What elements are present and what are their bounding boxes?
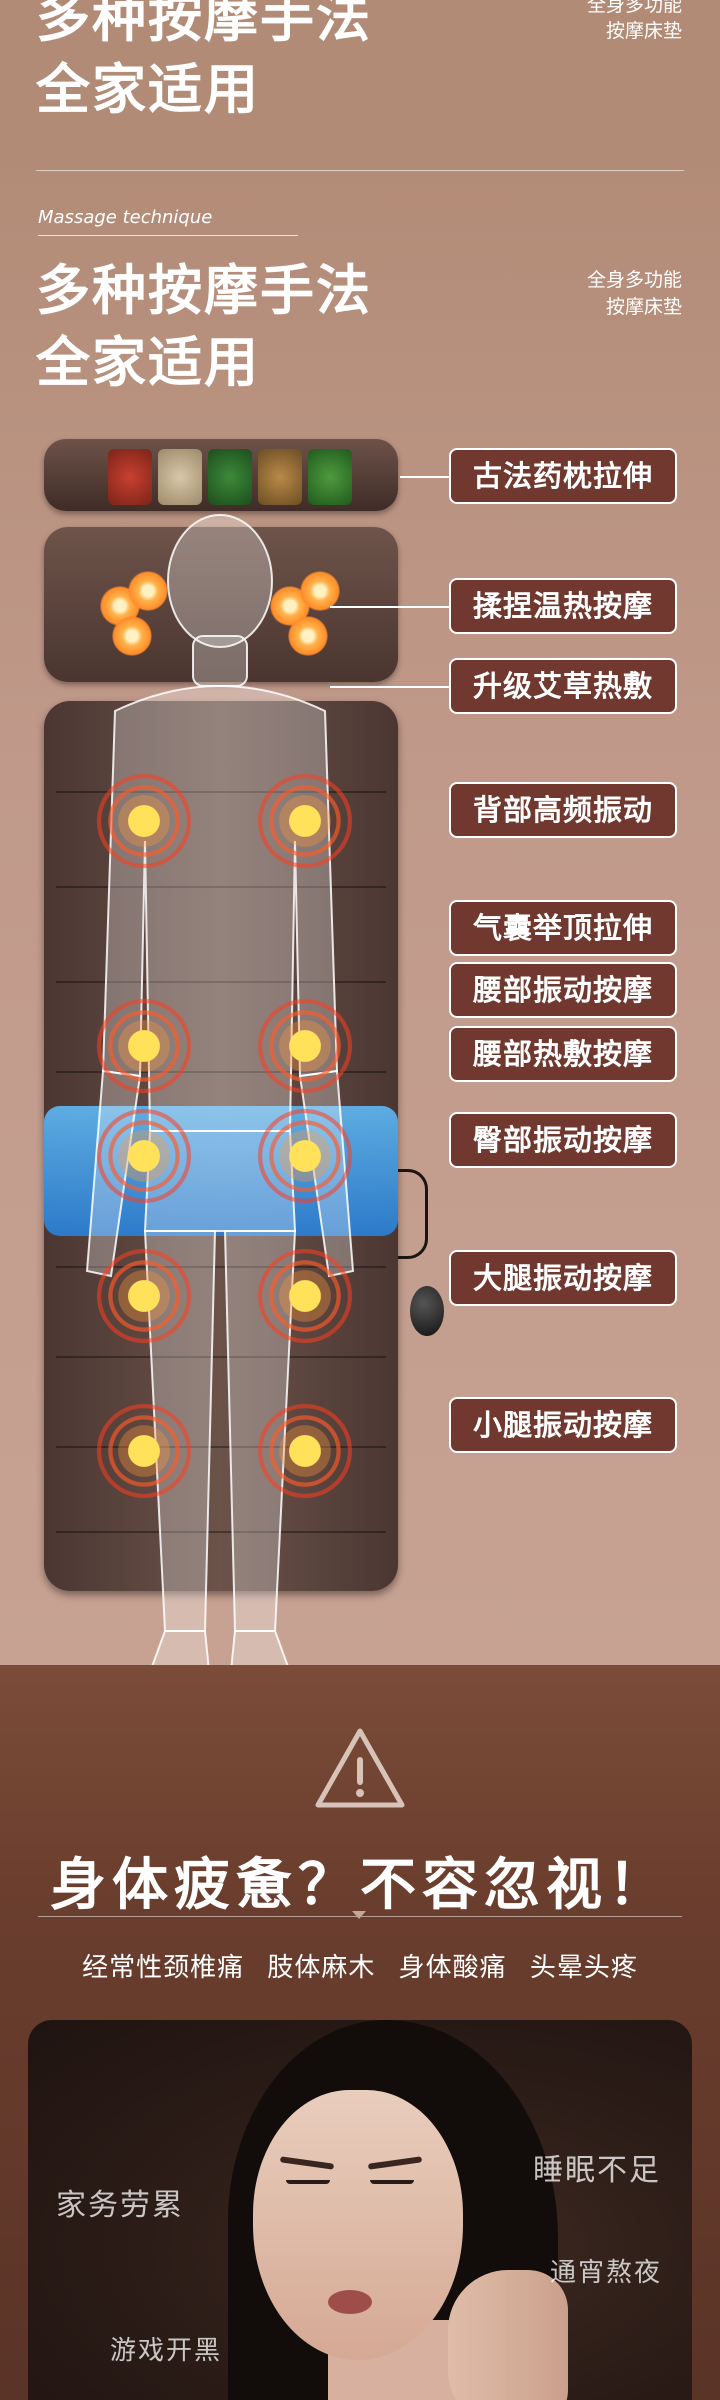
herb-pocket	[108, 449, 152, 505]
mattress-seam	[56, 1531, 386, 1533]
herb-pocket	[208, 449, 252, 505]
vibration-node	[255, 771, 355, 871]
callout-connector	[400, 476, 449, 478]
section-subtitle-line2: 按摩床垫	[605, 296, 682, 318]
top-title-line2: 全家适用	[36, 58, 260, 121]
heat-node	[112, 616, 152, 656]
callout-back-vibration: 背部高频振动	[449, 782, 677, 838]
airbag-cable	[398, 1169, 428, 1259]
word-sleep: 睡眠不足	[533, 2153, 661, 2188]
mattress-seam	[56, 1266, 386, 1268]
callout-airbag-stretch: 气囊举顶拉伸	[449, 900, 677, 956]
heat-node	[288, 616, 328, 656]
mouth	[328, 2290, 372, 2314]
callout-mugwort: 升级艾草热敷	[449, 658, 677, 714]
air-pump-bulb	[410, 1286, 444, 1336]
callout-connector	[330, 606, 449, 608]
top-subtitle-line1: 全身多功能	[586, 0, 682, 16]
vibration-node	[94, 771, 194, 871]
section-title: 多种按摩手法 全家适用	[36, 255, 372, 399]
callout-waist-vibration: 腰部振动按摩	[449, 962, 677, 1018]
word-gaming: 游戏开黑	[110, 2336, 223, 2366]
symptom-list: 经常性颈椎痛 肢体麻木 身体酸痛 头晕头疼	[82, 1953, 638, 1983]
fatigue-section: 身体疲惫？不容忽视！ 经常性颈椎痛 肢体麻木 身体酸痛 头晕头疼 家务劳累 睡眠…	[0, 1665, 720, 2400]
top-title-line1: 多种按摩手法	[36, 0, 372, 49]
divider-notch	[352, 1911, 366, 1921]
vibration-node	[94, 996, 194, 1096]
mattress-seam	[56, 791, 386, 793]
mattress-seam	[56, 1446, 386, 1448]
word-housework: 家务劳累	[56, 2188, 184, 2223]
section-subtitle: 全身多功能 按摩床垫	[587, 267, 682, 321]
fatigue-title: 身体疲惫？不容忽视！	[50, 1853, 670, 1918]
heat-node	[128, 571, 168, 611]
vibration-node	[94, 1246, 194, 1346]
mattress-seam	[56, 1356, 386, 1358]
callout-herbal-pillow: 古法药枕拉伸	[449, 448, 677, 504]
vibration-node	[255, 996, 355, 1096]
heat-node	[300, 571, 340, 611]
herb-pocket	[258, 449, 302, 505]
vibration-node	[255, 1106, 355, 1206]
mattress-seam	[56, 1071, 386, 1073]
callout-calf-vibration: 小腿振动按摩	[449, 1397, 677, 1453]
section-title-line2: 全家适用	[36, 331, 260, 394]
callout-kneading-heat: 揉捏温热按摩	[449, 578, 677, 634]
callout-hip-vibration: 臀部振动按摩	[449, 1112, 677, 1168]
word-allnight: 通宵熬夜	[550, 2258, 663, 2288]
vibration-node	[94, 1401, 194, 1501]
mattress-seam	[56, 886, 386, 888]
vibration-node	[255, 1246, 355, 1346]
closed-eye	[370, 2180, 414, 2184]
top-subtitle: 全身多功能 按摩床垫	[587, 0, 682, 44]
technique-underline	[38, 235, 298, 236]
callout-connector	[330, 686, 449, 688]
top-title: 多种按摩手法 全家适用	[36, 0, 372, 126]
vibration-node	[94, 1106, 194, 1206]
hand-on-neck	[448, 2270, 568, 2400]
massage-technique-section: Massage technique 多种按摩手法 全家适用 全身多功能 按摩床垫	[0, 171, 720, 1688]
herb-pocket	[158, 449, 202, 505]
vibration-node	[255, 1401, 355, 1501]
woman-face	[253, 2090, 463, 2360]
mattress-seam	[56, 981, 386, 983]
section-divider	[36, 170, 684, 171]
closed-eye	[286, 2180, 330, 2184]
top-subtitle-line2: 按摩床垫	[605, 20, 682, 42]
herb-pocket	[308, 449, 352, 505]
top-banner: 多种按摩手法 全家适用 全身多功能 按摩床垫	[0, 0, 720, 170]
section-title-line1: 多种按摩手法	[36, 259, 372, 322]
technique-label: Massage technique	[38, 207, 213, 228]
callout-thigh-vibration: 大腿振动按摩	[449, 1250, 677, 1306]
warning-triangle-icon	[315, 1728, 405, 1808]
callout-waist-heat: 腰部热敷按摩	[449, 1026, 677, 1082]
section-subtitle-line1: 全身多功能	[586, 269, 682, 291]
fatigue-photo: 家务劳累 睡眠不足 通宵熬夜 游戏开黑	[28, 2020, 692, 2400]
